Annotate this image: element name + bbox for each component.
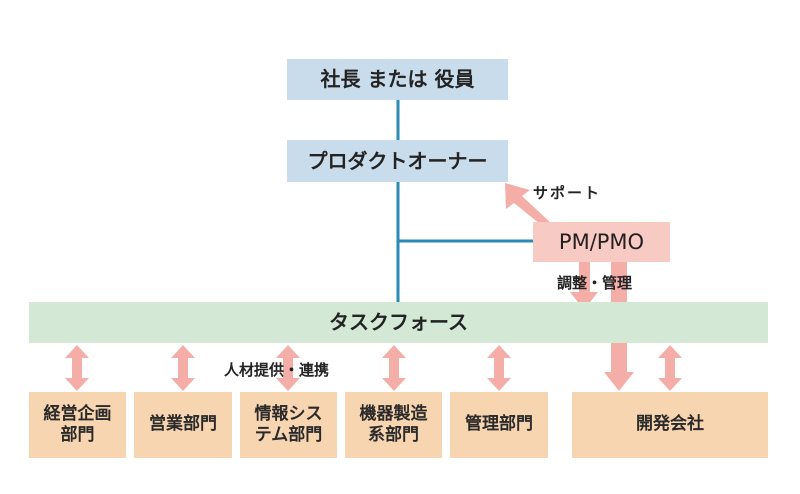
coordination-arrow [570, 262, 598, 310]
support-arrow [505, 183, 552, 224]
president-label: 社長 または 役員 [320, 67, 475, 91]
department-label: 営業部門 [149, 414, 217, 435]
staffing-label: 人材提供・連携 [224, 361, 330, 379]
department-label: 機器製造 系部門 [359, 403, 428, 445]
dev-company-box: 開発会社 [572, 392, 768, 458]
pm-pmo-box: PM/PMO [533, 222, 670, 262]
double-arrow [276, 345, 300, 391]
department-box: 機器製造 系部門 [345, 392, 442, 458]
task-force-label: タスクフォース [329, 310, 468, 334]
double-arrow [487, 345, 511, 391]
task-force-box: タスクフォース [29, 302, 768, 343]
department-label: 管理部門 [465, 414, 533, 435]
double-arrow [65, 345, 89, 391]
double-arrow [382, 345, 406, 391]
department-box: 管理部門 [450, 392, 548, 458]
product-owner-box: プロダクトオーナー [287, 140, 508, 182]
pm-pmo-label: PM/PMO [558, 229, 645, 254]
department-box: 営業部門 [134, 392, 232, 458]
double-arrow [171, 345, 195, 391]
department-label: 経営企画 部門 [43, 403, 112, 445]
dev-company-label: 開発会社 [636, 414, 704, 435]
double-arrow [658, 345, 682, 391]
department-box: 情報シス テム部門 [240, 392, 337, 458]
department-label: 情報シス テム部門 [254, 403, 323, 445]
coordination-label: 調整・管理 [557, 274, 633, 292]
president-box: 社長 または 役員 [287, 59, 508, 100]
department-box: 経営企画 部門 [29, 392, 126, 458]
product-owner-label: プロダクトオーナー [307, 148, 488, 173]
support-label: サポート [533, 184, 602, 202]
